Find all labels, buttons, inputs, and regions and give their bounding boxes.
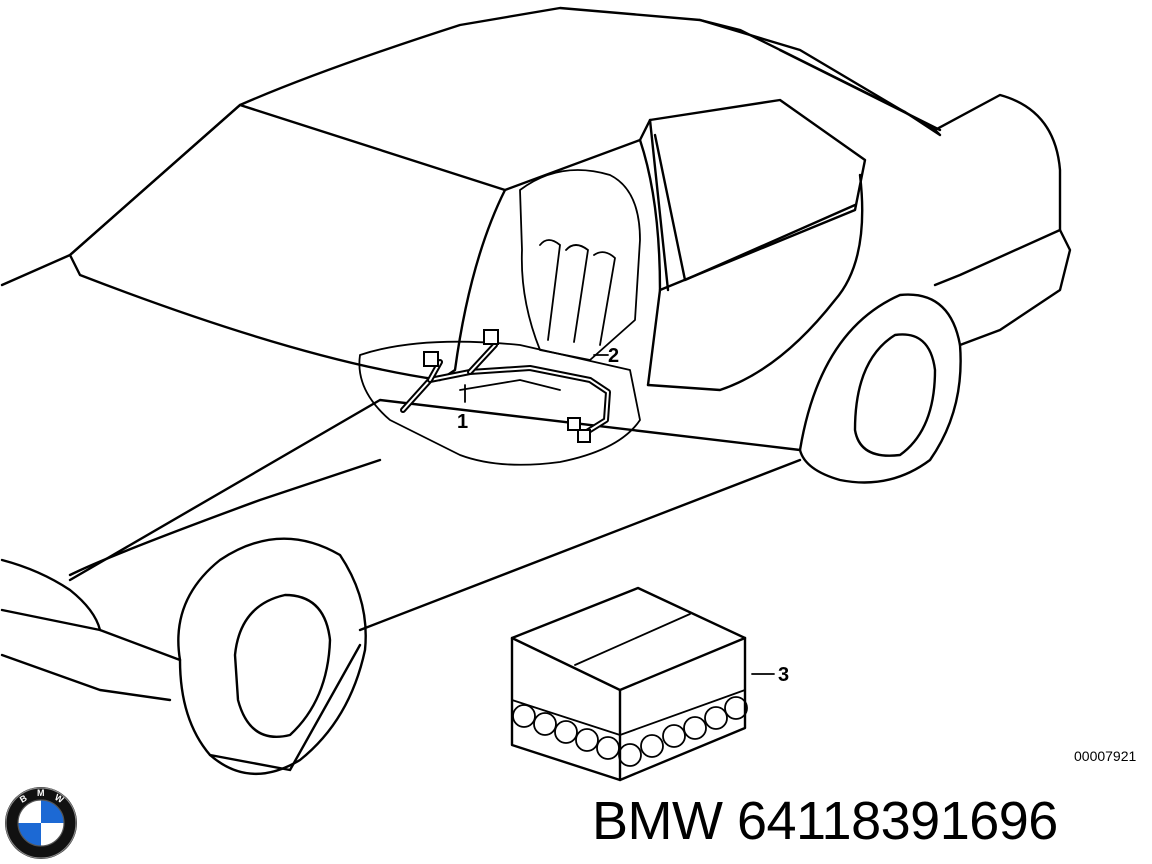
svg-text:B: B [18, 793, 29, 805]
wiring-harness [400, 329, 611, 443]
callout-3-label: 3 [778, 664, 789, 686]
front-wheel [177, 537, 367, 776]
car-outline [0, 6, 1072, 772]
bmw-roundel-logo: B M W [5, 787, 77, 859]
brand-part-number: BMW 64118391696 [592, 791, 1058, 851]
svg-text:M: M [37, 788, 45, 798]
parts-box [510, 586, 748, 782]
diagram-reference-number: 00007921 [1074, 748, 1137, 764]
rear-wheel [798, 293, 962, 484]
callout-2-label: 2 [608, 345, 619, 367]
callout-1-label: 1 [457, 411, 468, 433]
box-rollers [512, 696, 748, 767]
